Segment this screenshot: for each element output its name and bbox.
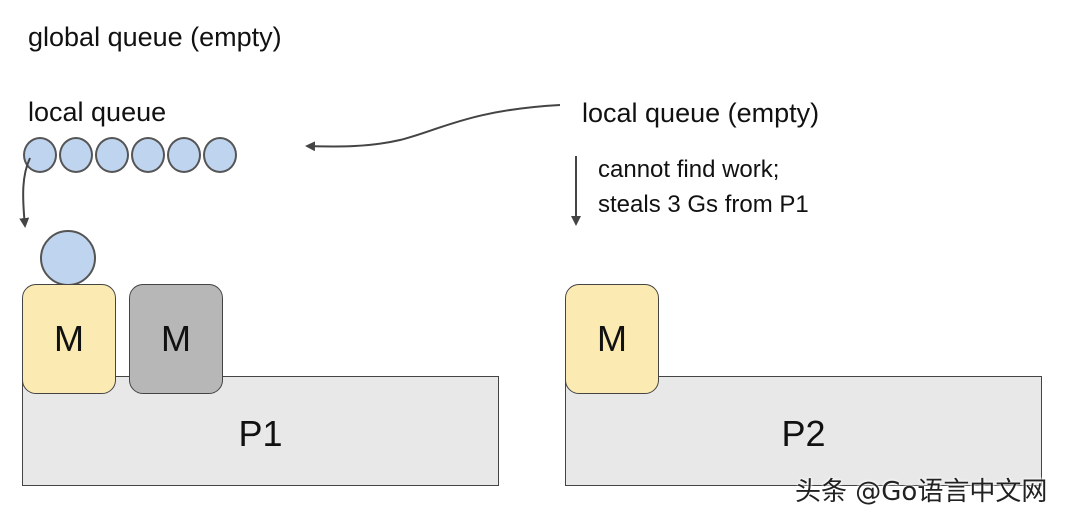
p1-local-queue-label: local queue [28, 97, 167, 127]
processor-p2: P2 [565, 376, 1042, 486]
p1-queue-goroutine [59, 137, 93, 173]
p1-machine-idle: M [129, 284, 223, 394]
p2-local-queue-label: local queue (empty) [582, 98, 820, 128]
steal-arrow [305, 104, 561, 152]
processor-p1: P1 [22, 376, 499, 486]
processor-p2-label: P2 [781, 413, 826, 454]
steal-note: cannot find work; steals 3 Gs from P1 [598, 152, 809, 222]
p1-queue-goroutine [23, 137, 57, 173]
processor-p1-label: P1 [238, 413, 283, 454]
watermark: 头条 @Go语言中文网 [795, 477, 1048, 507]
p1-queue-goroutine [131, 137, 165, 173]
steal-note-line-1: cannot find work; [598, 156, 780, 183]
p1-queue-goroutine [167, 137, 201, 173]
steal-note-line-2: steals 3 Gs from P1 [598, 191, 809, 218]
p1-queue-goroutine [203, 137, 237, 173]
p1-queue-goroutine [95, 137, 129, 173]
global-queue-label: global queue (empty) [28, 22, 282, 52]
dequeue-arrow [19, 157, 31, 228]
p1-machine-running: M [22, 284, 116, 394]
p2-machine-running: M [565, 284, 659, 394]
